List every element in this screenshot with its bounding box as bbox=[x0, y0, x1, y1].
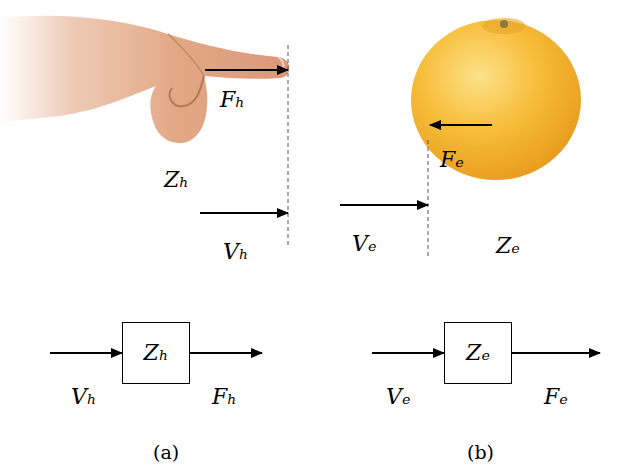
velocity-label: Vₕ bbox=[223, 241, 248, 263]
force-arrow bbox=[205, 69, 288, 71]
impedance-label: Zₑ bbox=[496, 235, 520, 257]
force-label: Fₕ bbox=[212, 386, 237, 408]
output-arrow bbox=[190, 352, 262, 354]
force-arrow bbox=[430, 124, 492, 126]
velocity-arrow bbox=[340, 204, 428, 206]
mandarin-illustration bbox=[411, 18, 581, 180]
velocity-label: Vₕ bbox=[71, 386, 96, 408]
contact-line bbox=[288, 45, 289, 246]
hand-illustration bbox=[0, 16, 289, 143]
subfigure-caption: (a) bbox=[153, 443, 179, 462]
impedance-label: Zₕ bbox=[164, 169, 189, 191]
contact-line bbox=[428, 140, 429, 256]
box-label: Zₑ bbox=[466, 342, 490, 364]
force-label: Fₑ bbox=[440, 149, 464, 171]
input-arrow bbox=[372, 352, 444, 354]
velocity-label: Vₑ bbox=[352, 233, 376, 255]
transfer-box: Zₕ bbox=[122, 322, 190, 384]
input-arrow bbox=[50, 352, 122, 354]
velocity-label: Vₑ bbox=[386, 386, 410, 408]
output-arrow bbox=[512, 352, 600, 354]
subfigure-caption: (b) bbox=[467, 443, 494, 462]
force-label: Fₑ bbox=[544, 386, 568, 408]
box-label: Zₕ bbox=[144, 342, 169, 364]
transfer-box: Zₑ bbox=[444, 322, 512, 384]
velocity-arrow bbox=[200, 212, 288, 214]
force-label: Fₕ bbox=[220, 89, 245, 111]
